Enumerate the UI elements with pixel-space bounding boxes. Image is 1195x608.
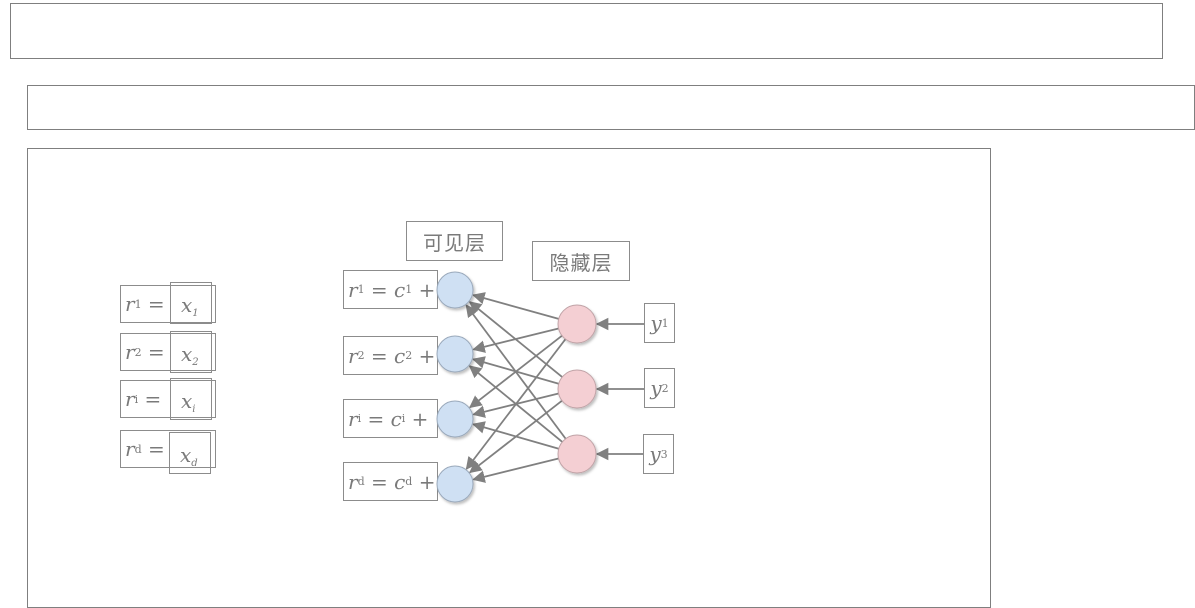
visible-nodes bbox=[436, 271, 474, 503]
visible-node-3 bbox=[436, 400, 474, 438]
edge-h3-v1 bbox=[465, 304, 567, 440]
x1-box bbox=[170, 282, 212, 324]
xd-label: xd bbox=[180, 443, 198, 469]
visible-node-4 bbox=[436, 465, 474, 503]
visible-layer-label: 可见层 bbox=[406, 221, 503, 261]
visible-node-2 bbox=[436, 335, 474, 373]
x2-label: x2 bbox=[181, 342, 199, 368]
xi-label: xi bbox=[181, 389, 196, 415]
hidden-node-3 bbox=[557, 434, 597, 474]
edge-h3-v4 bbox=[472, 457, 559, 483]
hidden-nodes bbox=[557, 304, 597, 474]
middle-empty-frame bbox=[27, 85, 1195, 130]
xi-box bbox=[170, 378, 212, 420]
edge-h3-v2 bbox=[468, 365, 563, 443]
visible-node-1 bbox=[436, 271, 474, 309]
edge-h3-v3 bbox=[472, 421, 559, 450]
connection-edges bbox=[465, 292, 567, 483]
top-empty-frame bbox=[10, 3, 1163, 59]
edge-h1-v1 bbox=[472, 292, 559, 320]
hidden-node-2 bbox=[557, 369, 597, 409]
x2-box bbox=[170, 331, 212, 373]
hidden-input-arrows bbox=[595, 317, 644, 461]
hidden-layer-label: 隐藏层 bbox=[532, 241, 630, 281]
x1-label: x1 bbox=[181, 293, 199, 319]
edge-h2-v1 bbox=[468, 301, 563, 378]
hidden-node-1 bbox=[557, 304, 597, 344]
xd-box bbox=[169, 432, 211, 474]
